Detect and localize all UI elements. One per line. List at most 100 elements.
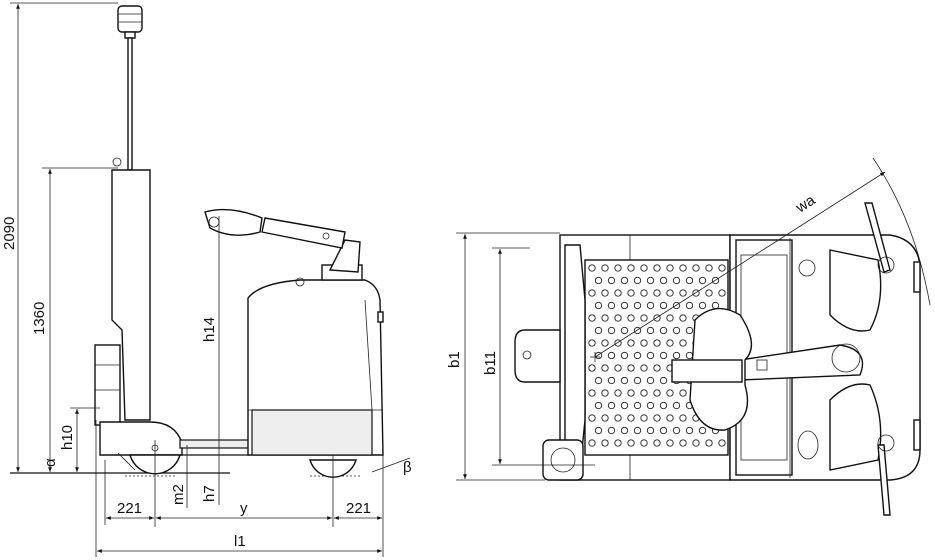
anti-slip-dot [627, 389, 635, 397]
anti-slip-dot [718, 264, 726, 272]
anti-slip-dot [594, 301, 603, 310]
anti-slip-dot [588, 314, 596, 322]
anti-slip-dot [601, 289, 609, 297]
dim-rear-221-label: 221 [346, 500, 371, 517]
anti-slip-dot [659, 276, 668, 285]
anti-slip-dot [679, 389, 687, 397]
angle-beta-label: β [403, 459, 412, 476]
anti-slip-dot [614, 264, 622, 272]
anti-slip-dot [640, 414, 648, 422]
body-bottom-panel [251, 409, 373, 456]
anti-slip-dot [653, 414, 661, 422]
anti-slip-dot [607, 426, 616, 435]
dim-front-221-label: 221 [117, 500, 142, 517]
anti-slip-dot [666, 389, 674, 397]
tow-hitch [514, 329, 561, 383]
tiller [204, 208, 363, 281]
anti-slip-dot [588, 364, 596, 372]
anti-slip-dot [601, 439, 609, 447]
hitch-pin [522, 350, 532, 360]
anti-slip-dot [601, 314, 609, 322]
anti-slip-dot [627, 289, 635, 297]
anti-slip-dot [640, 439, 648, 447]
anti-slip-dot [588, 264, 596, 272]
anti-slip-dot [666, 439, 674, 447]
dim-2090-label: 2090 [1, 217, 18, 250]
mast-knob [112, 157, 122, 167]
anti-slip-dot [672, 276, 681, 285]
anti-slip-dot [640, 389, 648, 397]
anti-slip-dot [620, 326, 629, 335]
anti-slip-dot [614, 439, 622, 447]
anti-slip-dot [614, 314, 622, 322]
dimension-row-overhangs: 221 y 221 l1 [95, 420, 384, 557]
anti-slip-dot [653, 264, 661, 272]
dim-l1-label: l1 [234, 533, 246, 550]
anti-slip-dot [607, 276, 616, 285]
anti-slip-dot [679, 414, 687, 422]
anti-slip-dot [588, 439, 596, 447]
anti-slip-dot [627, 364, 635, 372]
anti-slip-dot [594, 326, 603, 335]
anti-slip-dot [633, 426, 642, 435]
anti-slip-dot [653, 439, 661, 447]
emergency-button [798, 259, 816, 277]
anti-slip-dot [627, 264, 635, 272]
dim-h7-label: h7 [201, 485, 218, 502]
foot-pedal-upper [829, 249, 882, 332]
anti-slip-dot [698, 276, 707, 285]
side-view: 2090 1360 h10 h14 h7 m2 α β [1, 2, 412, 557]
light-pole [127, 37, 133, 171]
anti-slip-dot [672, 326, 681, 335]
anti-slip-dot [620, 301, 629, 310]
platform [179, 439, 251, 449]
anti-slip-dot [594, 426, 603, 435]
dimension-b11: b11 [482, 247, 595, 466]
foot-pedal-lower [829, 383, 882, 471]
anti-slip-dot [666, 264, 674, 272]
anti-slip-dot [646, 351, 655, 360]
anti-slip-dot [640, 289, 648, 297]
anti-slip-dot [659, 426, 668, 435]
anti-slip-dot [640, 314, 648, 322]
anti-slip-dot [646, 376, 655, 385]
anti-slip-dot [607, 301, 616, 310]
anti-slip-dot [646, 301, 655, 310]
dim-b11-label: b11 [482, 351, 499, 375]
anti-slip-dot [620, 401, 629, 410]
anti-slip-dot [666, 339, 674, 347]
anti-slip-dot [620, 351, 629, 360]
anti-slip-dot [614, 389, 622, 397]
anti-slip-dot [718, 439, 726, 447]
anti-slip-dot [685, 301, 694, 310]
anti-slip-dot [588, 289, 596, 297]
anti-slip-dot [666, 414, 674, 422]
anti-slip-dot [588, 414, 596, 422]
anti-slip-dot [718, 289, 726, 297]
anti-slip-dot [594, 401, 603, 410]
anti-slip-dot [588, 389, 596, 397]
angle-alpha-label: α [42, 458, 59, 467]
anti-slip-dot [672, 426, 681, 435]
anti-slip-dot [633, 276, 642, 285]
anti-slip-dot [672, 351, 681, 360]
anti-slip-dot [698, 301, 707, 310]
anti-slip-dot [601, 264, 609, 272]
dimension-2090: 2090 [1, 2, 118, 472]
dim-wa-label: wa [792, 191, 819, 217]
anti-slip-dot [607, 326, 616, 335]
anti-slip-dot [653, 389, 661, 397]
anti-slip-dot [653, 289, 661, 297]
anti-slip-dot [679, 314, 687, 322]
anti-slip-dot [640, 339, 648, 347]
side-button [377, 311, 384, 323]
dimension-h14: h14 h7 [201, 216, 220, 505]
anti-slip-dot [620, 426, 629, 435]
anti-slip-dot [607, 351, 616, 360]
front-chassis [99, 421, 183, 456]
dimension-m2: m2 [170, 445, 188, 508]
anti-slip-dot [705, 439, 713, 447]
beacon-light [117, 5, 143, 39]
anti-slip-dot [633, 376, 642, 385]
anti-slip-dot [692, 439, 700, 447]
